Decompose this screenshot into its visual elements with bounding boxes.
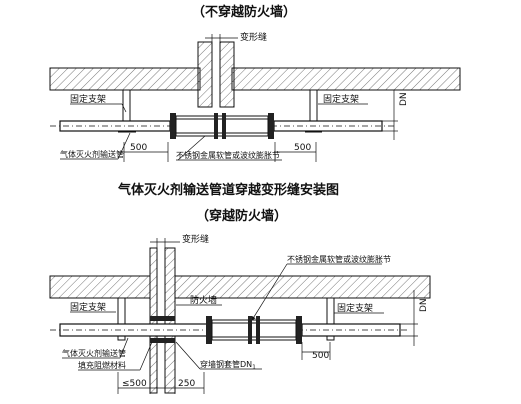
- top-joint-block-right: [219, 41, 235, 108]
- top-joint-block-left: [197, 41, 213, 108]
- top-support-right-label: 固定支架: [323, 93, 359, 105]
- bottom-dn-label: DN: [419, 298, 429, 312]
- top-slab-right: [231, 67, 461, 91]
- diagram-title: 气体灭火剂输送管道穿越变形缝安装图: [118, 182, 339, 198]
- top-support-left-label: 固定支架: [70, 93, 106, 105]
- bottom-support-right: [326, 297, 335, 341]
- top-dn-label: DN: [399, 92, 409, 106]
- bottom-support-left-label: 固定支架: [70, 301, 106, 313]
- top-slab-left: [49, 67, 201, 91]
- bottom-heading: （穿越防火墙）: [196, 208, 287, 224]
- bottom-dim-a: ≤500: [122, 379, 147, 389]
- bottom-dim-b: 250: [178, 379, 195, 389]
- bottom-dim-right: 500: [312, 351, 329, 361]
- bottom-slab-right: [174, 275, 431, 299]
- top-joint-label: 变形缝: [240, 31, 267, 43]
- bottom-support-right-label: 固定支架: [337, 302, 373, 314]
- bottom-sleeve-label: 穿墙钢套管DN1: [200, 359, 256, 371]
- bottom-joint-label: 变形缝: [182, 233, 209, 245]
- bottom-support-left: [117, 297, 126, 341]
- bottom-flex-hose: [206, 316, 302, 344]
- top-heading: （不穿越防火墙）: [192, 4, 296, 20]
- bottom-slab-left: [49, 275, 151, 299]
- bottom-pipe-left: [59, 323, 211, 337]
- top-hose-label: 不锈钢金属软管或波纹膨胀节: [176, 150, 280, 160]
- bottom-pipe-label: 气体灭火剂输送管: [62, 348, 126, 358]
- top-dim-left: 500: [130, 143, 147, 153]
- top-dim-right: 500: [294, 143, 311, 153]
- bottom-hose-label: 不锈钢金属软管或波纹膨胀节: [287, 254, 391, 264]
- top-flex-hose: [170, 113, 274, 139]
- top-diagram: （不穿越防火墙） 变形缝 固定支架 固定支架: [49, 4, 461, 162]
- bottom-diagram: （穿越防火墙） 变形缝 不锈钢金属软管或波纹膨胀节 固定支架 防火墙 固定支架: [49, 208, 431, 394]
- top-pipe-label: 气体灭火剂输送管: [60, 149, 124, 159]
- bottom-firewall-label: 防火墙: [190, 294, 217, 306]
- bottom-filler-top: [150, 316, 175, 321]
- bottom-filler-label: 填充阻燃材料: [78, 360, 126, 370]
- bottom-sleeve-sub: 1: [252, 364, 256, 371]
- bottom-filler-bottom: [150, 338, 175, 343]
